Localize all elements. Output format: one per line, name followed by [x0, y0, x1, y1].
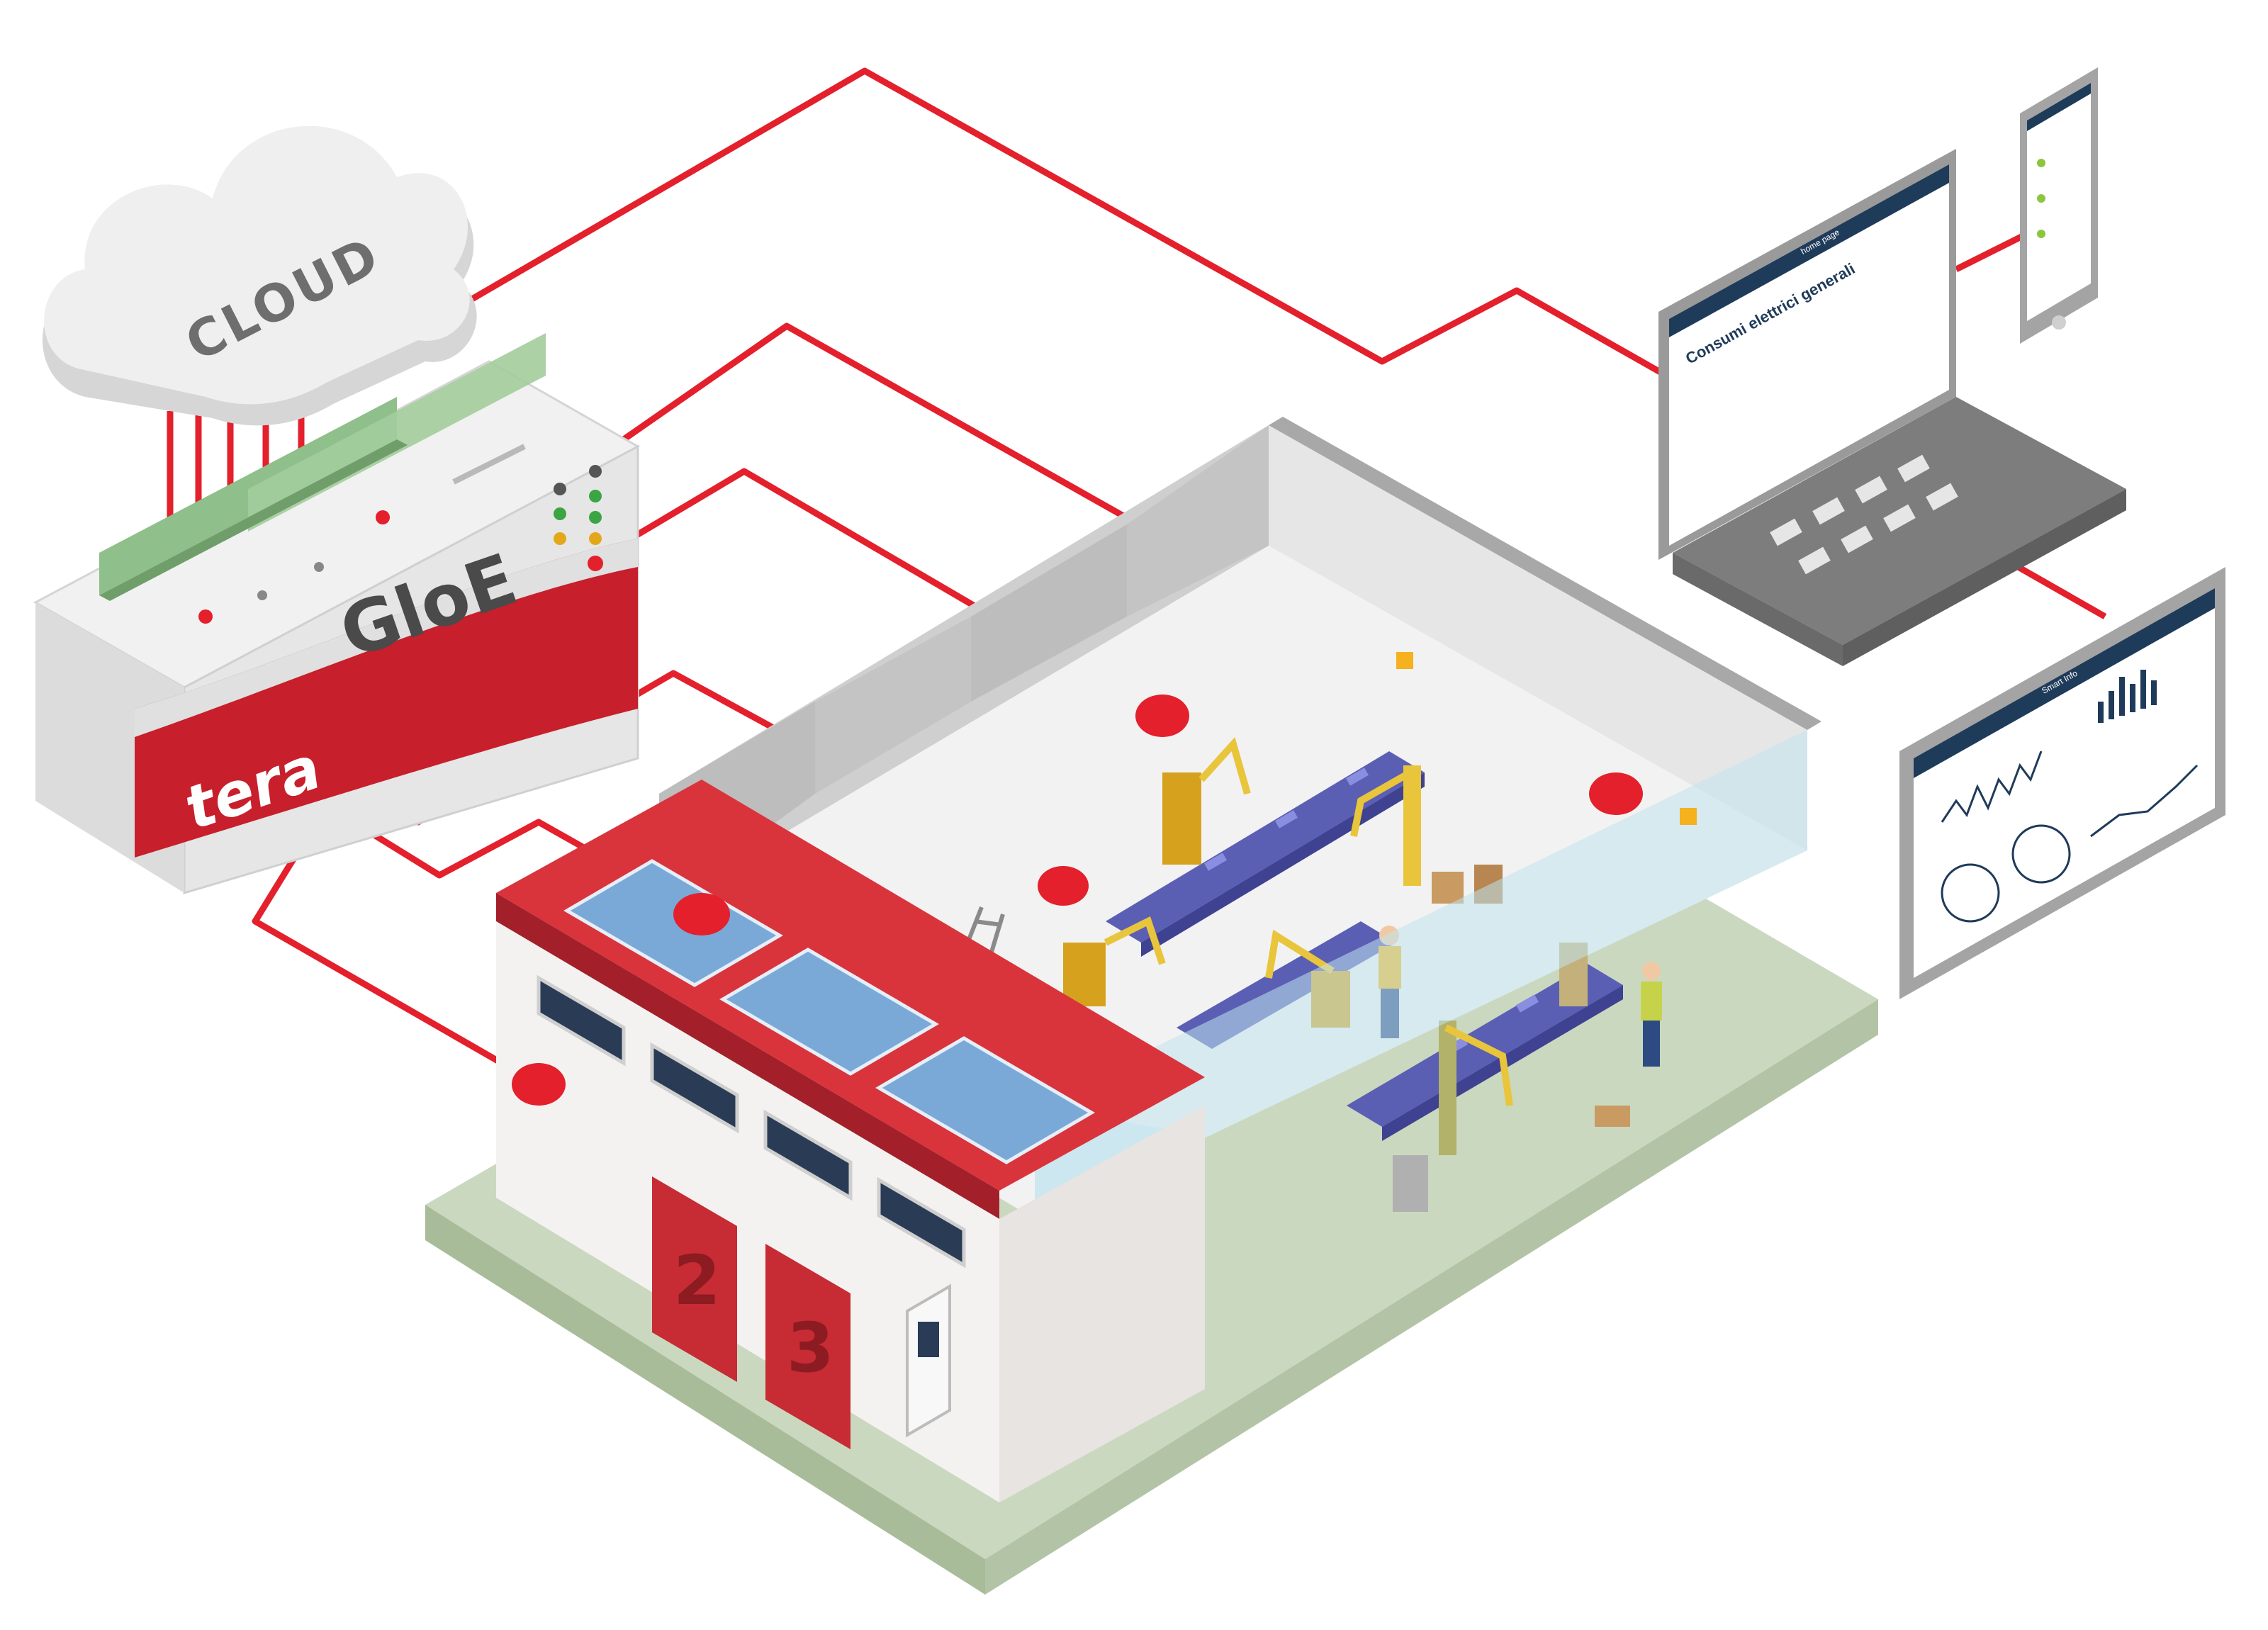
tablet-device: Smart Info [1899, 567, 2225, 999]
door-3-label: 3 [787, 1308, 834, 1388]
phone-device [2020, 67, 2098, 344]
led-icon [198, 465, 603, 624]
gloe-controller: GloE tera [33, 333, 641, 895]
link-laptop-to-tablet [2004, 557, 2107, 619]
laptop-device: home page Consumi elettrici generali [1658, 149, 2126, 666]
tablet-line-chart [1941, 751, 2043, 823]
office-building: 2 3 [496, 780, 1205, 1502]
robot-arm-icon [1063, 736, 1588, 1155]
tablet-pie [2011, 824, 2071, 884]
tablet-bar-chart [2098, 670, 2157, 723]
tablet-gauge [1941, 863, 2000, 923]
cloud-icon: CLOUD [43, 125, 477, 524]
link-laptop-to-phone [1954, 230, 2029, 273]
factory-back-walls [659, 417, 1821, 907]
sensor-icon [512, 652, 1697, 1106]
garage-doors: 2 3 [652, 1176, 850, 1449]
link-cloud-to-laptop [337, 67, 1675, 382]
solar-panel-icon [563, 859, 1095, 1164]
door-2-label: 2 [673, 1241, 721, 1320]
